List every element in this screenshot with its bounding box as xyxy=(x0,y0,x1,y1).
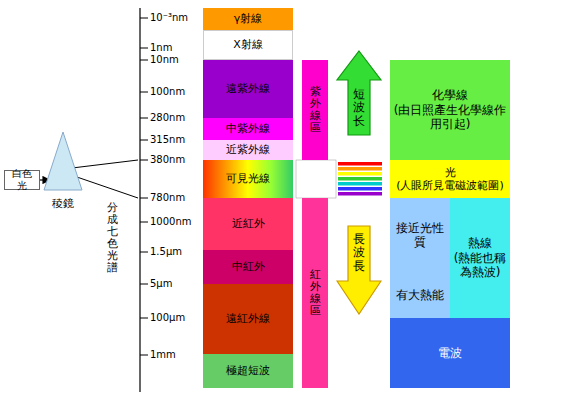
prism-outline xyxy=(44,132,82,190)
scale-label: 5μm xyxy=(150,279,172,289)
node-note: (人眼所見電磁波範圍) xyxy=(396,179,504,192)
property-box: 光(人眼所見電磁波範圍) xyxy=(390,160,510,198)
band: 中紅外 xyxy=(203,250,293,284)
scale-label: 10nm xyxy=(150,55,179,65)
scale-tick xyxy=(140,160,148,161)
long-wave-arrow: 長波長 xyxy=(336,225,382,315)
node-note: (由日照產生化學線作用引起) xyxy=(393,103,507,132)
scale-label: 315nm xyxy=(150,135,185,145)
node-label: 長波長 xyxy=(353,233,365,273)
scale-tick xyxy=(140,118,148,119)
node-label: 中紅外 xyxy=(232,260,265,273)
node-label: 光 xyxy=(445,166,456,179)
band: 可見光線 xyxy=(203,160,293,198)
node-label: 紅外線區 xyxy=(310,269,321,317)
node-label: 短波长 xyxy=(353,88,365,128)
arrow-outline xyxy=(337,51,381,135)
band: γ射線 xyxy=(203,8,293,30)
node-label: 近紅外 xyxy=(232,217,265,230)
band: X射線 xyxy=(203,30,293,60)
prism: 稜鏡 xyxy=(40,128,86,212)
scale-tick xyxy=(140,18,148,19)
spectrum-stripe xyxy=(338,162,382,166)
scale-tick xyxy=(140,92,148,93)
band: 近紫外線 xyxy=(203,140,293,160)
scale-tick xyxy=(140,60,148,61)
node-note: (熱能也稱為熱波) xyxy=(453,251,507,280)
property-box: 有大熱能 xyxy=(390,272,450,318)
node-label: 熱線 xyxy=(468,236,492,250)
spectrum-stripe xyxy=(338,187,382,191)
scale-label: 280nm xyxy=(150,113,185,123)
node-label: 稜鏡 xyxy=(52,197,74,210)
scale-tick xyxy=(140,355,148,356)
region-band: 紫外線區 xyxy=(302,60,328,160)
scale-label: 1000nm xyxy=(150,217,192,227)
node-label: 遠紫外線 xyxy=(226,82,270,95)
scale-tick xyxy=(140,48,148,49)
short-wave-arrow: 短波长 xyxy=(336,50,382,136)
node-label: 近紫外線 xyxy=(226,143,270,156)
spectrum-stripe xyxy=(338,167,382,171)
leader-line xyxy=(74,176,138,198)
scale-label: 380nm xyxy=(150,155,185,165)
node-label: X射線 xyxy=(233,38,263,51)
source-box: 白色光 xyxy=(4,170,40,190)
scale-label: 10⁻³nm xyxy=(150,13,188,23)
region-band: 紅外線區 xyxy=(302,198,328,388)
scale-label: 1.5μm xyxy=(150,247,182,257)
node-label: 有大熱能 xyxy=(396,288,444,302)
band: 遠紫外線 xyxy=(203,60,293,118)
node-label: 可見光線 xyxy=(226,172,270,185)
spectrum-stripes xyxy=(338,162,382,196)
node-label: 中紫外線 xyxy=(226,122,270,135)
node-label: 遠紅外線 xyxy=(226,312,270,325)
leader-line xyxy=(72,160,138,168)
scale-tick xyxy=(140,222,148,223)
arrow-outline xyxy=(337,226,381,314)
spectrum-stripe xyxy=(338,182,382,186)
spectrum-stripe xyxy=(338,172,382,176)
spectrum-note: 分成七色光譜 xyxy=(107,202,118,275)
property-box: 化學線(由日照產生化學線作用引起) xyxy=(390,60,510,160)
node-label: 化學線 xyxy=(432,88,468,102)
scale-tick xyxy=(140,318,148,319)
scale-ticks xyxy=(140,18,148,355)
property-box: 接近光性質 xyxy=(390,198,450,272)
band: 極超短波 xyxy=(203,354,293,388)
node-label: 極超短波 xyxy=(226,364,270,377)
band: 中紫外線 xyxy=(203,118,293,140)
scale-label: 100μm xyxy=(150,313,185,323)
spectrum-stripe xyxy=(338,192,382,196)
node-label: γ射線 xyxy=(234,12,263,25)
band: 近紅外 xyxy=(203,198,293,250)
band: 遠紅外線 xyxy=(203,284,293,354)
gap-box xyxy=(296,160,336,198)
scale-tick xyxy=(140,140,148,141)
node-label: 電波 xyxy=(438,346,462,360)
spectrum-stripe xyxy=(338,177,382,181)
scale-tick xyxy=(140,252,148,253)
scale-label: 100nm xyxy=(150,87,185,97)
property-box: 電波 xyxy=(390,318,510,388)
scale-label: 1mm xyxy=(150,350,176,360)
scale-tick xyxy=(140,284,148,285)
property-box: 熱線(熱能也稱為熱波) xyxy=(450,198,510,318)
scale-axis xyxy=(139,8,140,392)
scale-label: 780nm xyxy=(150,193,185,203)
scale-label: 1nm xyxy=(150,43,172,53)
node-label: 接近光性質 xyxy=(393,221,447,250)
node-label: 紫外線區 xyxy=(310,86,321,134)
scale-tick xyxy=(140,198,148,199)
node-label: 白色光 xyxy=(8,168,36,192)
